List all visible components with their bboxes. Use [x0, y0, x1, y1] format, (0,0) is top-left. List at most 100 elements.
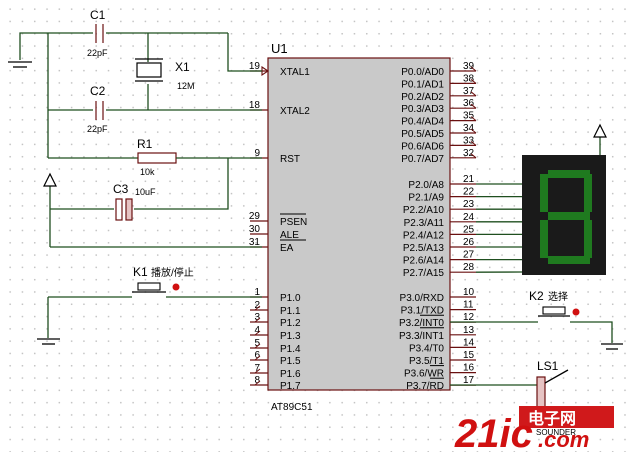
- c3-value-label: 10uF: [135, 187, 156, 197]
- segment-2: [584, 220, 592, 258]
- chip-left-pins: 19XTAL118XTAL29RST29PSEN30ALE31EA1P1.02P…: [249, 61, 310, 392]
- left-pin-number: 30: [249, 224, 261, 235]
- wire-c3-right: [134, 158, 229, 210]
- watermark-logo: 21ic 电子网 .com: [454, 406, 614, 452]
- left-pin-name: P1.6: [280, 369, 301, 380]
- left-pin-number: 3: [254, 312, 260, 323]
- left-pin-name: P1.0: [280, 293, 301, 304]
- pin-tick: [254, 317, 261, 323]
- c2-value-label: 22pF: [87, 124, 108, 134]
- chip-right-pins: 39P0.0/AD038P0.1/AD137P0.2/AD236P0.3/AD3…: [399, 61, 477, 392]
- right-pin-number: 32: [463, 148, 475, 159]
- pin-tick: [470, 91, 477, 97]
- right-pin-name: P0.3/AD3: [401, 104, 444, 115]
- left-pin-name: P1.5: [280, 356, 301, 367]
- k1-indicator: [172, 283, 180, 291]
- right-pin-name: P0.1/AD1: [401, 79, 444, 90]
- left-pin-name: P1.7: [280, 381, 301, 392]
- chip-part-label: AT89C51: [271, 402, 313, 413]
- right-pin-name: P2.6/A14: [403, 256, 445, 267]
- left-pin-number: 6: [254, 350, 260, 361]
- chip-body: [267, 57, 451, 391]
- left-pin-number: 7: [254, 363, 260, 374]
- right-pin-name: P0.6/AD6: [401, 141, 444, 152]
- left-pin-number: 2: [254, 300, 260, 311]
- k2-cap: [542, 306, 566, 315]
- left-pin-number: 29: [249, 211, 261, 222]
- left-pin-number: 4: [254, 325, 260, 336]
- capacitor-c3-plate-hatched: [125, 198, 133, 221]
- seven-segment-display: [475, 123, 607, 275]
- right-pin-number: 13: [463, 325, 475, 336]
- right-pin-name: P3.4/T0: [409, 343, 444, 354]
- right-pin-number: 10: [463, 287, 475, 298]
- c1-value-label: 22pF: [87, 48, 108, 58]
- power-arrow-display: [593, 123, 607, 138]
- pin-tick: [254, 368, 261, 374]
- segment-1: [584, 174, 592, 212]
- left-pin-name: ALE: [280, 230, 299, 241]
- right-pin-number: 37: [463, 86, 475, 97]
- k2-caption-label: 选择: [548, 290, 568, 303]
- c2-ref-label: C2: [90, 84, 106, 98]
- right-pin-number: 24: [463, 212, 475, 223]
- chip-ref-label: U1: [271, 41, 288, 56]
- pin-tick: [254, 330, 261, 336]
- segment-3: [548, 256, 590, 264]
- left-pin-name: P1.1: [280, 306, 301, 317]
- left-pin-number: 31: [249, 237, 261, 248]
- right-pin-number: 15: [463, 350, 475, 361]
- left-pin-number: 19: [249, 61, 261, 72]
- pin-tick: [470, 103, 477, 109]
- right-pin-number: 12: [463, 312, 475, 323]
- pin-tick: [254, 380, 261, 386]
- display-wires: [475, 183, 523, 273]
- pin-tick: [470, 66, 477, 72]
- pin-tick: [470, 116, 477, 121]
- k1-ref-label: K1: [133, 265, 148, 279]
- right-pin-number: 26: [463, 237, 475, 248]
- button-k2: K2 选择: [450, 289, 623, 350]
- k2-indicator: [572, 308, 580, 316]
- segment-0: [548, 170, 590, 178]
- segment-4: [540, 220, 548, 258]
- left-pin-name: RST: [280, 154, 300, 165]
- left-pin-number: 5: [254, 338, 260, 349]
- left-pin-name: XTAL1: [280, 67, 310, 78]
- right-pin-number: 21: [463, 174, 475, 185]
- crystal-x1: [136, 62, 162, 78]
- left-pin-name: P1.4: [280, 344, 301, 355]
- right-pin-number: 23: [463, 199, 475, 210]
- left-pin-name: EA: [280, 243, 294, 254]
- right-pin-number: 38: [463, 73, 475, 84]
- wire-k2-gnd: [570, 321, 613, 343]
- right-pin-name: P0.2/AD2: [401, 92, 444, 103]
- right-pin-name: P3.5/T1: [409, 356, 444, 367]
- right-pin-number: 28: [463, 262, 475, 273]
- left-pin-name: XTAL2: [280, 106, 310, 117]
- right-pin-number: 25: [463, 224, 475, 235]
- left-pin-name: P1.3: [280, 331, 301, 342]
- right-pin-name: P3.0/RXD: [400, 293, 444, 304]
- right-pin-number: 22: [463, 187, 475, 198]
- right-pin-name: P3.2/INT0: [399, 318, 444, 329]
- left-pin-number: 18: [249, 100, 261, 111]
- right-pin-number: 27: [463, 250, 475, 261]
- right-pin-number: 36: [463, 98, 475, 109]
- pin-tick: [470, 128, 477, 134]
- segment-6: [548, 212, 590, 220]
- right-pin-name: P0.7/AD7: [401, 154, 444, 165]
- r1-value-label: 10k: [140, 167, 155, 177]
- right-pin-name: P2.0/A8: [408, 180, 444, 191]
- pin-tick: [254, 343, 261, 349]
- right-pin-number: 14: [463, 337, 475, 348]
- right-pin-name: P0.4/AD4: [401, 117, 444, 128]
- wire-xtal1: [227, 33, 262, 72]
- c1-ref-label: C1: [90, 8, 106, 22]
- right-pin-name: P2.2/A10: [403, 205, 445, 216]
- pin-tick: [470, 153, 477, 159]
- watermark-brand-text: 21ic: [454, 412, 533, 452]
- x1-value-label: 12M: [177, 81, 195, 91]
- k2-ref-label: K2: [529, 289, 544, 303]
